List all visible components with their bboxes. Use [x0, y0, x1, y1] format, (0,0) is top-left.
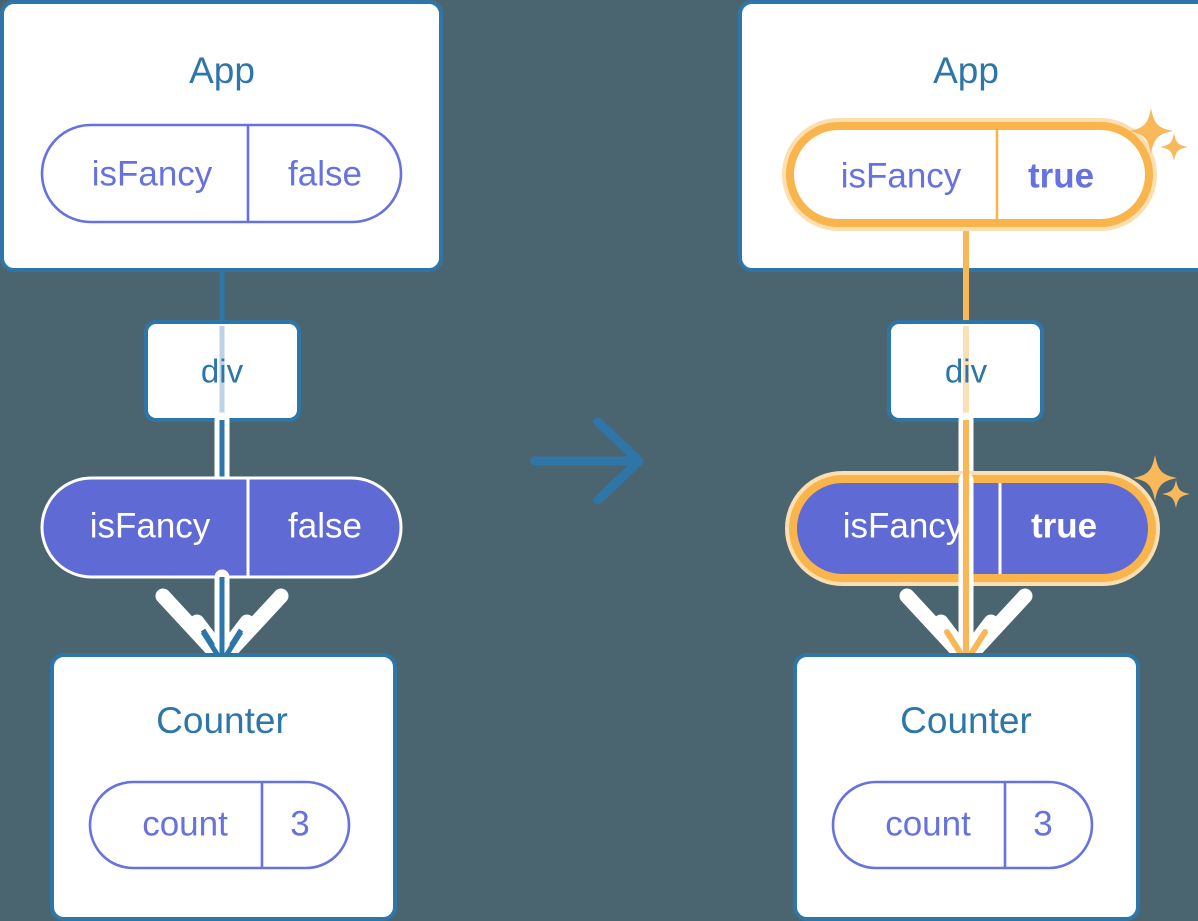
sparkle-group-prop-after	[1133, 455, 1190, 508]
prop-pill-name-after: isFancy	[843, 506, 964, 545]
prop-pill-value-after: true	[1031, 506, 1097, 545]
app-title-after: App	[933, 50, 999, 91]
sparkle-group-app-after	[1129, 108, 1188, 161]
prop-pill-before: isFancy false	[40, 476, 403, 579]
app-state-pill-name-before: isFancy	[92, 154, 213, 193]
app-state-pill-value-before: false	[288, 154, 362, 193]
counter-state-pill-name-after: count	[885, 804, 971, 843]
app-state-pill-after: isFancy true	[782, 118, 1157, 231]
app-state-pill-value-after: true	[1028, 156, 1094, 195]
sparkle-large-icon	[1133, 455, 1177, 501]
sparkle-small-icon	[1162, 480, 1190, 508]
app-state-pill-before: isFancy false	[40, 123, 403, 224]
div-label-after: div	[945, 353, 988, 390]
panel-after: App isFancy true div	[738, 0, 1198, 921]
prop-pill-name-before: isFancy	[90, 506, 211, 545]
sparkle-large-icon	[1129, 108, 1173, 154]
counter-state-pill-value-after: 3	[1033, 804, 1052, 843]
counter-state-pill-name-before: count	[142, 804, 228, 843]
div-label-before: div	[201, 353, 244, 390]
panel-before: isFancy false App div	[0, 0, 443, 921]
counter-title-after: Counter	[900, 700, 1032, 741]
transition-arrow	[530, 417, 644, 505]
counter-title-before: Counter	[156, 700, 288, 741]
counter-state-pill-before: count 3	[88, 780, 351, 870]
app-state-pill-name-after: isFancy	[841, 156, 962, 195]
sparkle-small-icon	[1160, 133, 1188, 161]
app-title-before: App	[189, 50, 255, 91]
prop-pill-value-before: false	[288, 506, 362, 545]
counter-state-pill-value-before: 3	[290, 804, 309, 843]
counter-state-pill-after: count 3	[831, 780, 1094, 870]
